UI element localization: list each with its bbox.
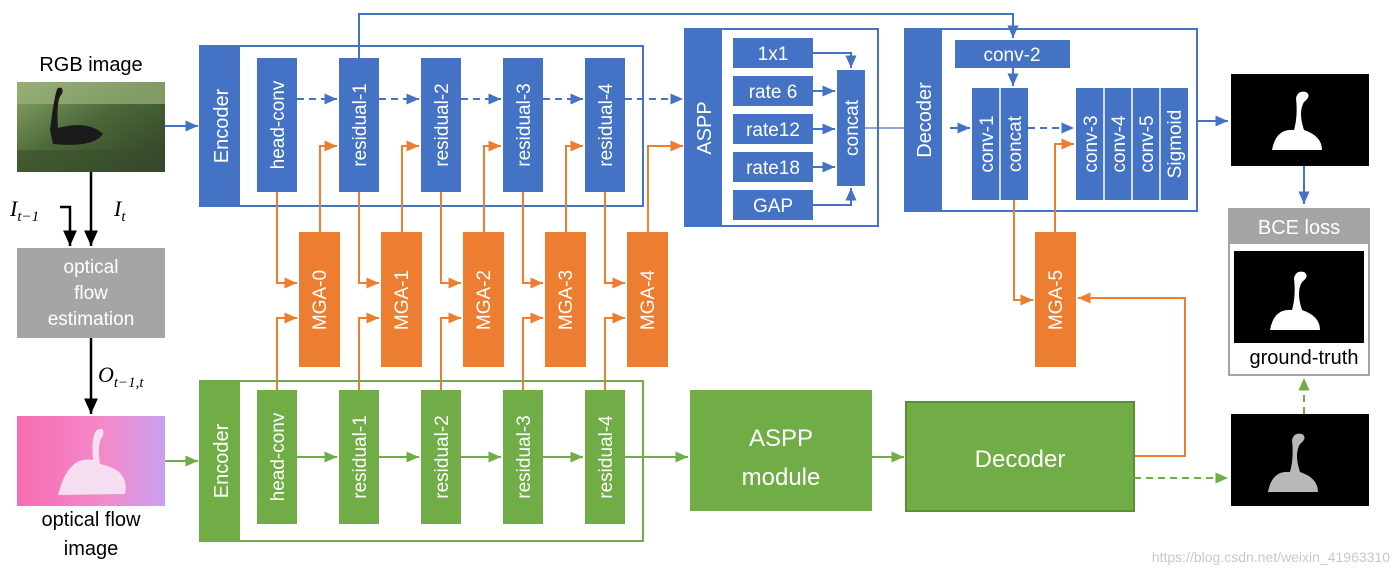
o-label: Ot−1,t [98, 362, 144, 391]
aspp-branch-rate12: rate12 [733, 114, 813, 144]
svg-text:MGA-0: MGA-0 [310, 270, 331, 330]
aspp-branch-1x1: 1x1 [733, 38, 813, 68]
svg-text:conv-1: conv-1 [977, 115, 998, 172]
svg-text:concat: concat [1005, 115, 1026, 172]
mga-0: MGA-0 [299, 232, 340, 367]
svg-text:ASPP: ASPP [749, 425, 813, 452]
motion-stage-residual-2: residual-2 [421, 390, 461, 524]
mga-4: MGA-4 [627, 232, 668, 367]
svg-text:rate18: rate18 [746, 158, 800, 179]
svg-text:Encoder: Encoder [211, 88, 233, 163]
appearance-stage-residual-1: residual-1 [339, 58, 379, 192]
appearance-aspp-label: ASPP [685, 29, 722, 226]
svg-text:Decoder: Decoder [914, 82, 936, 158]
svg-text:conv-4: conv-4 [1109, 115, 1130, 172]
motion-prediction-mask [1231, 414, 1369, 506]
svg-text:module: module [742, 464, 821, 491]
svg-text:residual-3: residual-3 [514, 415, 535, 498]
appearance-decoder-label: Decoder [905, 29, 942, 211]
mga-1: MGA-1 [381, 232, 422, 367]
svg-text:rate 6: rate 6 [749, 82, 798, 103]
decoder-conv-1: conv-1 [972, 88, 1000, 200]
svg-text:MGA-1: MGA-1 [392, 270, 413, 330]
motion-stage-residual-4: residual-4 [585, 390, 625, 524]
optical-flow-estimation-box: optical flow estimation [17, 248, 165, 338]
svg-text:ASPP: ASPP [694, 101, 716, 154]
svg-text:conv-2: conv-2 [983, 45, 1040, 66]
svg-text:head-conv: head-conv [268, 412, 289, 501]
aspp-branch-rate6: rate 6 [733, 76, 813, 106]
svg-text:head-conv: head-conv [268, 80, 289, 169]
decoder-concat: concat [1000, 88, 1028, 200]
decoder-conv-3: conv-3 [1076, 88, 1104, 200]
optical-flow-label-1: optical flow [42, 509, 141, 531]
svg-text:residual-1: residual-1 [350, 415, 371, 498]
mga-2: MGA-2 [463, 232, 504, 367]
i-prev-label: It−1 [9, 196, 39, 225]
svg-text:residual-3: residual-3 [514, 83, 535, 166]
motion-stage-residual-1: residual-1 [339, 390, 379, 524]
mga-5: MGA-5 [1035, 232, 1076, 367]
optical-flow-label-2: image [64, 538, 118, 560]
svg-text:1x1: 1x1 [758, 44, 789, 65]
motion-stage-residual-3: residual-3 [503, 390, 543, 524]
watermark: https://blog.csdn.net/weixin_41963310 [1152, 549, 1390, 565]
motion-aspp-module: ASPP module [690, 390, 872, 511]
svg-text:BCE loss: BCE loss [1258, 217, 1340, 239]
motion-decoder: Decoder [905, 401, 1135, 512]
appearance-stage-residual-4: residual-4 [585, 58, 625, 192]
svg-text:residual-1: residual-1 [350, 83, 371, 166]
svg-text:Decoder: Decoder [975, 446, 1066, 473]
svg-text:GAP: GAP [753, 196, 793, 217]
svg-text:Encoder: Encoder [211, 423, 233, 498]
optical-flow-image [17, 416, 165, 506]
svg-text:conv-5: conv-5 [1137, 115, 1158, 172]
rgb-image [17, 82, 165, 172]
motion-stage-head-conv: head-conv [257, 390, 297, 524]
svg-text:optical: optical [64, 257, 119, 278]
aspp-branch-rate18: rate18 [733, 152, 813, 182]
appearance-stage-head-conv: head-conv [257, 58, 297, 192]
i-cur-label: It [113, 196, 126, 225]
bce-loss-header: BCE loss [1229, 209, 1369, 244]
svg-text:MGA-3: MGA-3 [556, 270, 577, 330]
ground-truth-label: ground-truth [1250, 347, 1359, 369]
motion-encoder-label: Encoder [200, 381, 240, 541]
decoder-conv-2: conv-2 [955, 40, 1070, 68]
appearance-stage-residual-3: residual-3 [503, 58, 543, 192]
decoder-conv-4: conv-4 [1104, 88, 1132, 200]
svg-text:estimation: estimation [48, 309, 135, 330]
aspp-branch-gap: GAP [733, 190, 813, 220]
ground-truth-mask [1234, 251, 1364, 343]
appearance-stage-residual-2: residual-2 [421, 58, 461, 192]
svg-text:residual-2: residual-2 [432, 83, 453, 166]
rgb-image-label: RGB image [39, 54, 142, 76]
svg-text:rate12: rate12 [746, 120, 800, 141]
svg-text:MGA-4: MGA-4 [638, 269, 659, 330]
prediction-mask [1231, 74, 1369, 166]
aspp-concat: concat [837, 70, 865, 186]
svg-text:residual-4: residual-4 [596, 415, 617, 499]
mga-3: MGA-3 [545, 232, 586, 367]
svg-text:MGA-5: MGA-5 [1046, 270, 1067, 330]
svg-text:flow: flow [74, 283, 108, 304]
svg-text:conv-3: conv-3 [1081, 115, 1102, 172]
decoder-sigmoid: Sigmoid [1160, 88, 1188, 200]
svg-text:residual-4: residual-4 [596, 83, 617, 167]
decoder-conv-5: conv-5 [1132, 88, 1160, 200]
svg-text:concat: concat [842, 99, 863, 156]
svg-text:MGA-2: MGA-2 [474, 270, 495, 330]
appearance-encoder-label: Encoder [200, 46, 240, 206]
svg-text:Sigmoid: Sigmoid [1165, 110, 1186, 179]
svg-text:residual-2: residual-2 [432, 415, 453, 498]
